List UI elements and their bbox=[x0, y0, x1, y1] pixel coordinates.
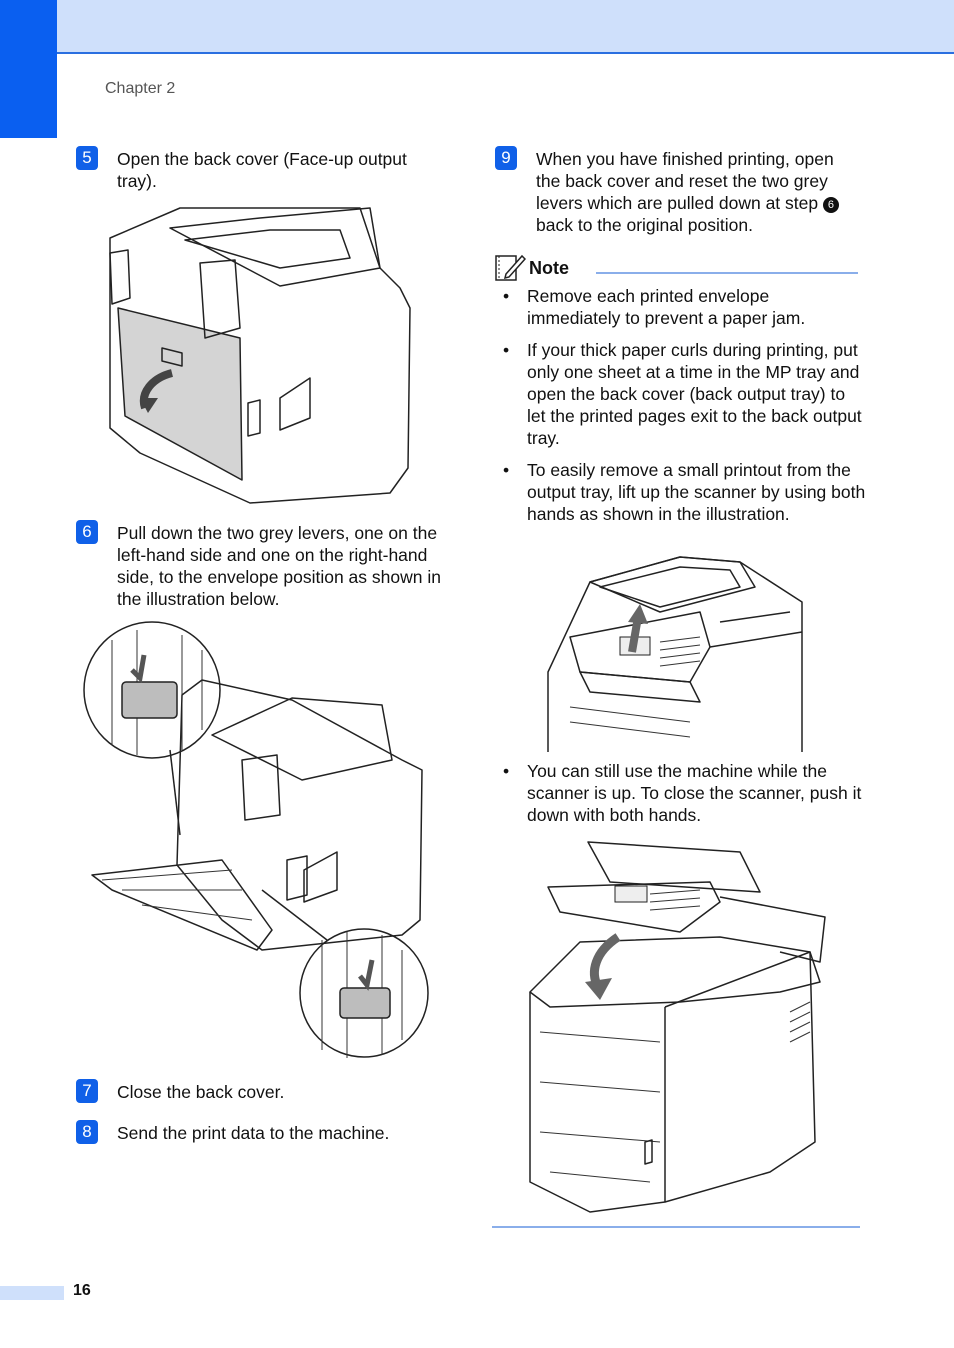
back-cover-open-illustration bbox=[109, 207, 411, 504]
close-scanner-illustration bbox=[529, 841, 826, 1213]
step-text: Open the back cover (Face-up output tray… bbox=[117, 149, 407, 191]
step-5: 5 Open the back cover (Face-up output tr… bbox=[76, 146, 456, 196]
step-number: 8 bbox=[76, 1120, 98, 1144]
step-text: Close the back cover. bbox=[117, 1082, 285, 1102]
step-number: 9 bbox=[495, 146, 517, 170]
lift-scanner-illustration bbox=[547, 556, 803, 752]
step-text: When you have finished printing, open th… bbox=[536, 148, 860, 236]
step-7: 7 Close the back cover. bbox=[76, 1079, 456, 1105]
page-number: 16 bbox=[73, 1282, 91, 1299]
header-band bbox=[0, 0, 954, 54]
step-6: 6 Pull down the two grey levers, one on … bbox=[76, 520, 456, 612]
step-number: 7 bbox=[76, 1079, 98, 1103]
step-text-end: back to the original position. bbox=[536, 215, 753, 235]
step-number: 5 bbox=[76, 146, 98, 170]
chapter-tab bbox=[0, 0, 57, 138]
note-end-rule bbox=[492, 1226, 860, 1228]
note-header: Note bbox=[494, 252, 860, 282]
footer-band bbox=[0, 1286, 64, 1300]
chapter-label: Chapter 2 bbox=[105, 80, 176, 97]
step-ref-badge: 6 bbox=[822, 197, 839, 213]
step-number: 6 bbox=[76, 520, 98, 544]
levers-illustration bbox=[83, 621, 429, 1058]
note-title: Note bbox=[529, 258, 569, 278]
step-text: Send the print data to the machine. bbox=[117, 1123, 390, 1143]
note-pencil-icon bbox=[495, 254, 526, 281]
step-text-main: When you have finished printing, open th… bbox=[536, 149, 834, 213]
step-8: 8 Send the print data to the machine. bbox=[76, 1120, 456, 1146]
step-9: 9 When you have finished printing, open … bbox=[495, 146, 865, 238]
step-text: Pull down the two grey levers, one on th… bbox=[117, 523, 441, 609]
note-rule bbox=[596, 272, 858, 274]
